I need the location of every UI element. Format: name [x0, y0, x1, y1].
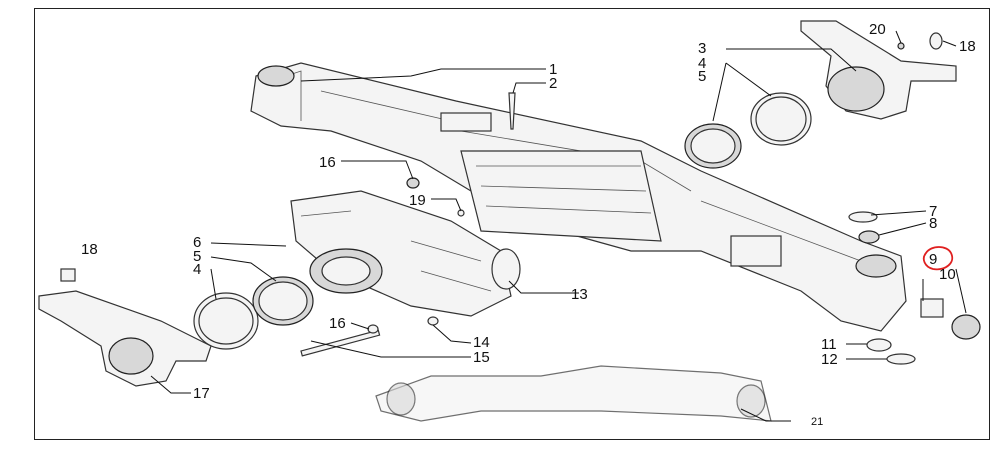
callout-5-top: 5	[698, 68, 706, 85]
callout-17: 17	[193, 385, 210, 402]
callout-16-bottom: 16	[329, 315, 346, 332]
steering-knuckle-left	[38, 268, 212, 387]
callout-9: 9	[929, 251, 937, 268]
small-hardware	[300, 92, 981, 365]
highlight-marker	[922, 246, 954, 271]
diagram-frame: 1 2 3 4 5 16 19 20 18 7 8 9 10 11 12 6 5…	[34, 8, 990, 440]
axle-housing	[250, 62, 907, 332]
callout-3: 3	[698, 40, 706, 57]
differential-carrier	[290, 190, 521, 317]
callout-2: 2	[549, 75, 557, 92]
callout-5-left: 5	[193, 248, 201, 265]
callout-18-top: 18	[959, 38, 976, 55]
seal-rings-left	[193, 276, 314, 350]
steering-knuckle-top	[800, 20, 957, 120]
callout-16-top: 16	[319, 154, 336, 171]
callout-11: 11	[821, 336, 837, 353]
callout-10: 10	[939, 266, 956, 283]
callout-7: 7	[929, 203, 937, 220]
exploded-axle-diagram: 1 2 3 4 5 16 19 20 18 7 8 9 10 11 12 6 5…	[38, 20, 981, 428]
seal-rings-top	[684, 92, 812, 169]
leader-lines	[150, 30, 967, 422]
callout-4-top: 4	[698, 55, 706, 72]
callout-20: 20	[869, 21, 886, 38]
callout-21: 21	[811, 416, 823, 428]
callout-labels: 1 2 3 4 5 16 19 20 18 7 8 9 10 11 12 6 5…	[81, 21, 976, 428]
callout-18-left: 18	[81, 241, 98, 258]
callout-12: 12	[821, 351, 838, 368]
callout-6: 6	[193, 234, 201, 251]
callout-15: 15	[473, 349, 490, 366]
callout-8: 8	[929, 215, 937, 232]
callout-1: 1	[549, 61, 557, 78]
callout-14: 14	[473, 334, 490, 351]
callout-4-left: 4	[193, 261, 201, 278]
axle-overview-thumbnail	[375, 365, 772, 422]
callout-19: 19	[409, 192, 426, 209]
callout-13: 13	[571, 286, 588, 303]
